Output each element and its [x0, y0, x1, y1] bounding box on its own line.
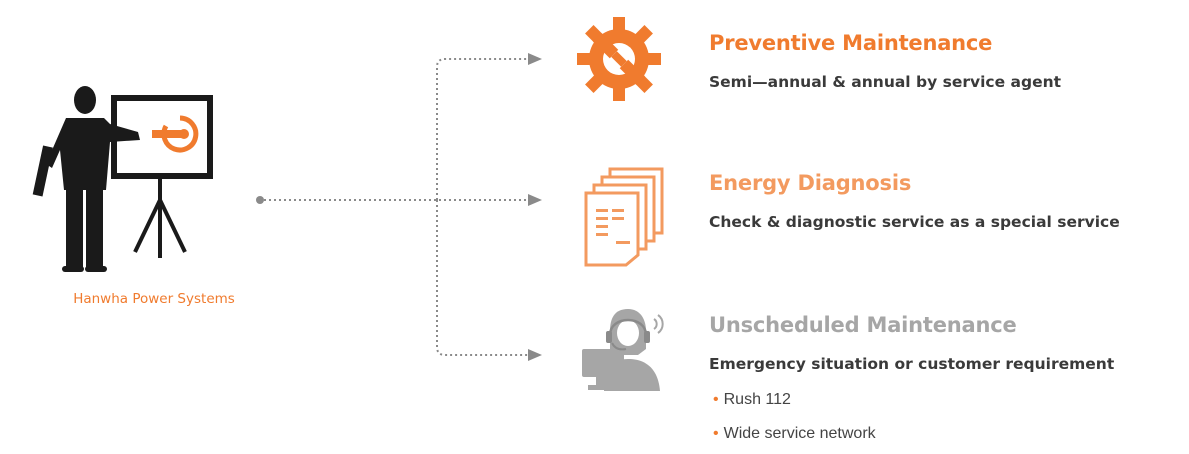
documents-icon [584, 167, 664, 267]
connector-origin-dot [256, 196, 264, 204]
presenter-illustration [32, 86, 213, 272]
preventive-maintenance-title: Preventive Maintenance [709, 31, 993, 55]
call-center-agent-icon [582, 309, 664, 391]
energy-diagnosis-subtitle: Check & diagnostic service as a special … [709, 213, 1120, 231]
connector-lines [256, 53, 542, 361]
company-label: Hanwha Power Systems [73, 291, 235, 307]
bullet-item: •Rush 112 [713, 391, 791, 408]
arrowhead-upper [528, 53, 542, 65]
arrowhead-lower [528, 349, 542, 361]
unscheduled-maintenance-title: Unscheduled Maintenance [709, 313, 1017, 337]
preventive-maintenance-subtitle: Semi—annual & annual by service agent [709, 73, 1062, 91]
board-wrench-icon [152, 115, 199, 153]
easel-icon [111, 95, 213, 258]
gear-wrench-icon [577, 17, 661, 101]
energy-diagnosis-title: Energy Diagnosis [709, 171, 912, 195]
bullet-item: •Wide service network [713, 425, 876, 442]
arrowhead-middle [528, 194, 542, 206]
connector-upper [436, 58, 530, 200]
presenter-person-icon [32, 86, 140, 272]
unscheduled-maintenance-subtitle: Emergency situation or customer requirem… [709, 355, 1115, 373]
connector-lower [436, 200, 530, 356]
